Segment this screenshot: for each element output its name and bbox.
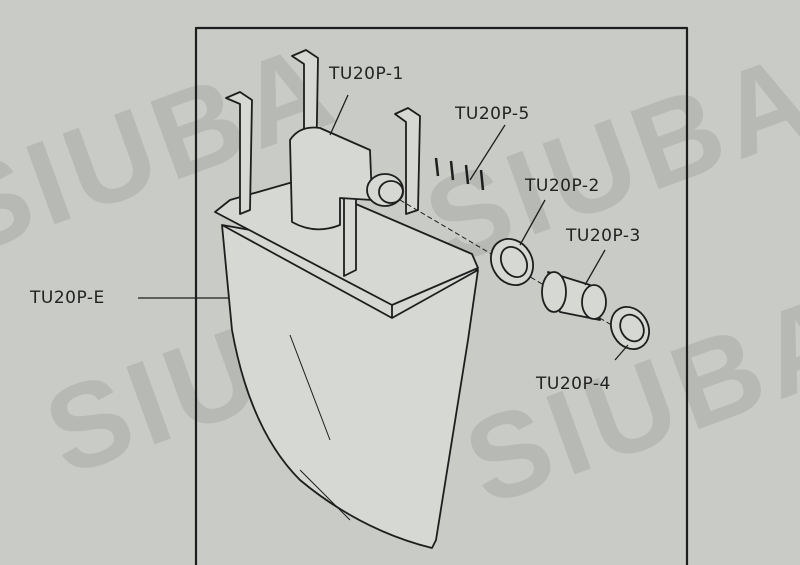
label-tu20p-1: TU20P-1 <box>329 64 404 84</box>
label-tu20p-4: TU20P-4 <box>536 374 611 394</box>
screws <box>434 157 485 191</box>
label-tu20p-3: TU20P-3 <box>566 226 641 246</box>
elbow-pipe <box>289 126 373 231</box>
hopper-fold <box>289 334 351 521</box>
leader-lines <box>138 94 629 361</box>
label-tu20p-e: TU20P-E <box>30 288 105 308</box>
bracket-right <box>394 107 421 215</box>
bracket-left <box>225 91 253 215</box>
top-box-edge <box>221 224 479 319</box>
diagram-frame <box>194 26 689 565</box>
label-tu20p-2: TU20P-2 <box>525 176 600 196</box>
label-tu20p-5: TU20P-5 <box>455 104 530 124</box>
